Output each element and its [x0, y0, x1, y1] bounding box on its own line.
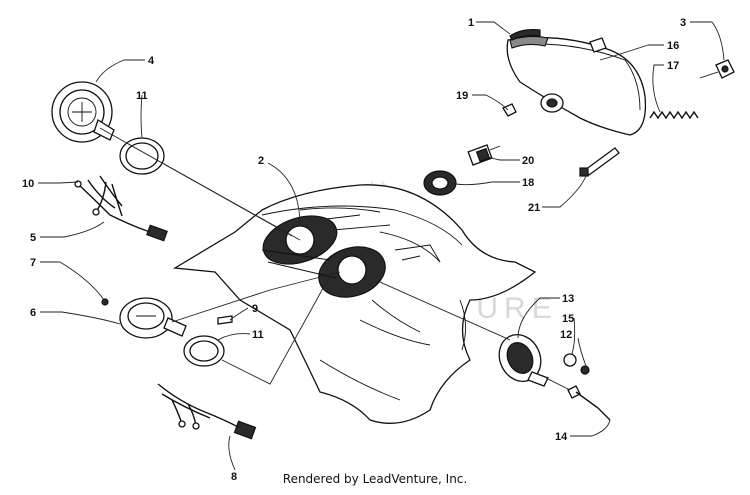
callout-2: 2	[258, 155, 264, 167]
callout-19: 19	[456, 90, 468, 102]
spring-part	[649, 110, 699, 120]
upper-bezel-ring	[119, 137, 165, 175]
right-gauge	[498, 334, 549, 387]
callout-20: 20	[522, 155, 534, 167]
callout-16: 16	[667, 40, 679, 52]
retaining-ring	[423, 170, 457, 196]
lower-bezel-ring	[183, 335, 225, 367]
screw-7	[101, 298, 109, 306]
callout-5: 5	[30, 232, 36, 244]
bolt-21	[579, 147, 620, 177]
callouts: 1 2 3 4 5 6 7 8 9 10 11 11 12 13 14 15 1…	[22, 17, 686, 483]
callout-21: 21	[528, 202, 540, 214]
callout-17: 17	[667, 60, 679, 72]
exploded-lines	[99, 127, 571, 391]
leader-lines	[38, 21, 725, 471]
callout-14: 14	[555, 431, 568, 443]
speedo-cable	[567, 385, 611, 421]
callout-1: 1	[468, 17, 474, 29]
screw-19	[502, 103, 517, 117]
washer-nut	[563, 353, 590, 375]
bulb-socket	[467, 144, 501, 166]
indicator-bulb	[217, 315, 233, 325]
callout-9: 9	[252, 303, 258, 315]
callout-4: 4	[148, 55, 155, 67]
upper-harness	[74, 175, 168, 242]
callout-15: 15	[562, 313, 574, 325]
adjuster-part	[699, 59, 735, 79]
callout-11-upper: 11	[136, 90, 148, 102]
headlight-housing	[506, 35, 647, 136]
callout-12: 12	[560, 329, 572, 341]
callout-8: 8	[231, 471, 237, 483]
callout-11-lower: 11	[252, 329, 264, 341]
callout-3: 3	[680, 17, 686, 29]
callout-18: 18	[522, 177, 534, 189]
render-credit: Rendered by LeadVenture, Inc.	[282, 472, 468, 486]
callout-7: 7	[30, 257, 36, 269]
lower-harness	[157, 383, 257, 440]
upper-gauge	[51, 81, 115, 143]
callout-10: 10	[22, 178, 34, 190]
lower-gauge	[119, 297, 187, 339]
clip-part	[509, 29, 541, 41]
callout-13: 13	[562, 293, 574, 305]
callout-6: 6	[30, 307, 36, 319]
